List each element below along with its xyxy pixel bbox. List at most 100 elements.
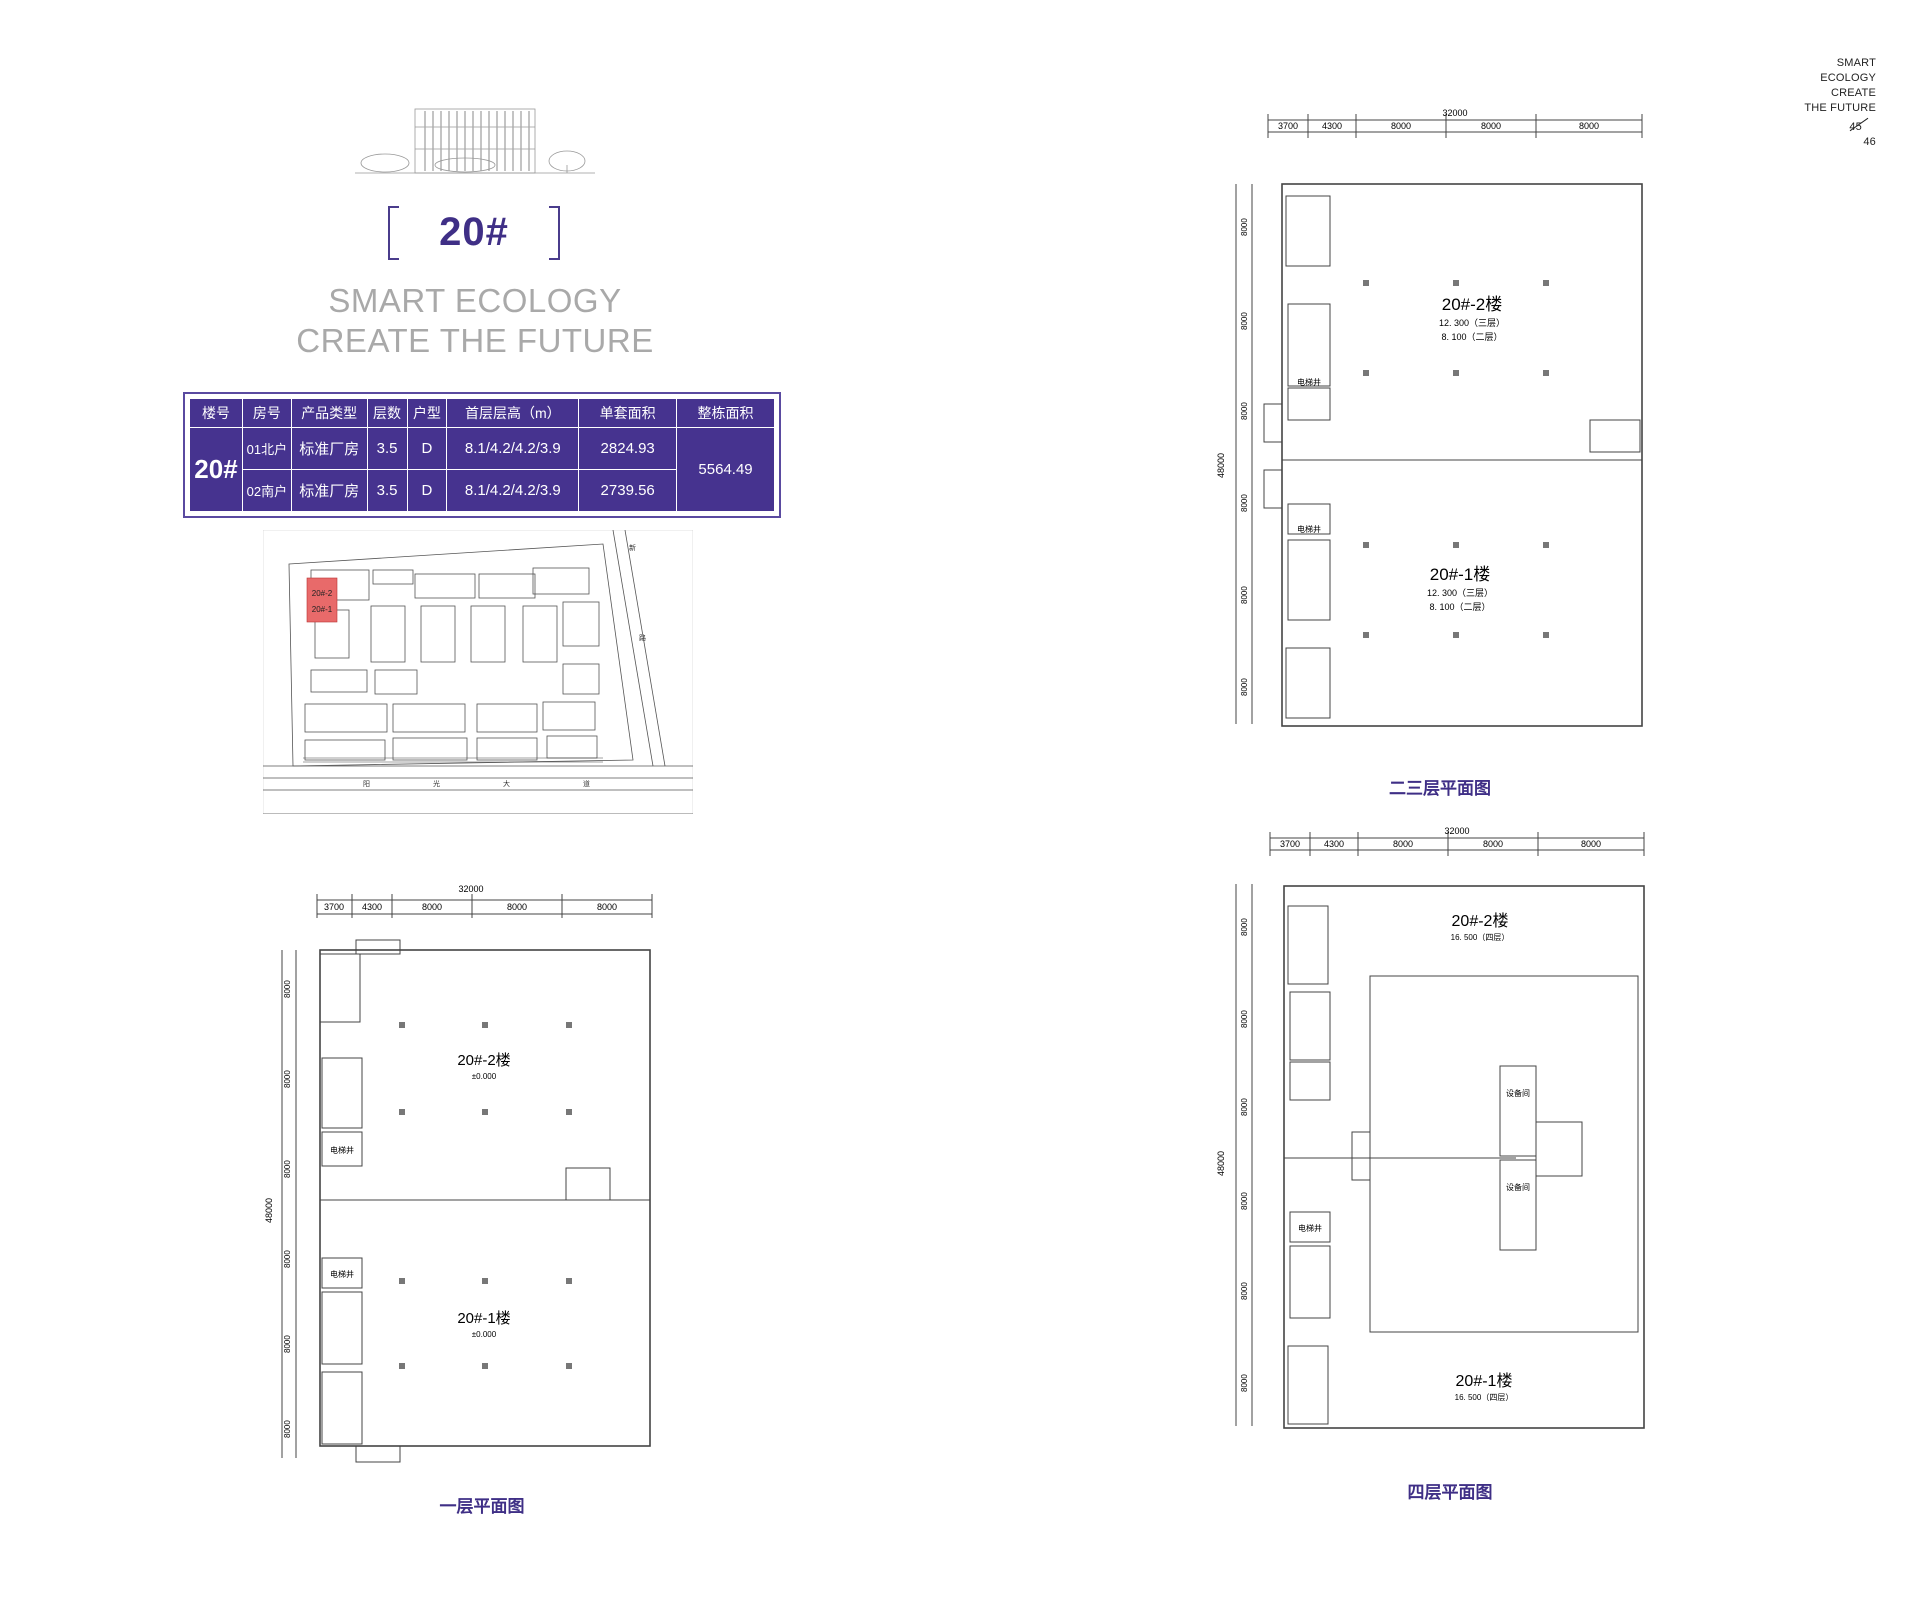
cell-room: 01北户 bbox=[241, 427, 292, 470]
road-char-1: 阳 bbox=[363, 779, 370, 788]
cell-unit: D bbox=[406, 427, 448, 470]
floor23-plan: 32000 3700 4300 8000 8000 8000 48000 800… bbox=[1216, 108, 1643, 727]
f23-elevator-bottom: 电梯井 bbox=[1297, 524, 1321, 534]
f1-row-5: 8000 bbox=[283, 1335, 292, 1353]
f1-row-1: 8000 bbox=[283, 980, 292, 998]
title-bracket-left bbox=[388, 206, 399, 260]
f23-total-depth: 48000 bbox=[1216, 453, 1226, 478]
cell-building: 20# bbox=[189, 427, 243, 512]
f23-elevator-top: 电梯井 bbox=[1297, 377, 1321, 387]
f23-unit-bottom: 20#-1楼 bbox=[1430, 565, 1490, 584]
f23-row-5: 8000 bbox=[1240, 586, 1249, 604]
header-unit-area: 单套面积 bbox=[578, 398, 678, 428]
f23-total-width: 32000 bbox=[1442, 108, 1467, 118]
cell-type: 标准厂房 bbox=[290, 469, 368, 512]
floor4-plan: 32000 3700 4300 8000 8000 8000 48000 800… bbox=[1216, 826, 1645, 1429]
f4-row-3: 8000 bbox=[1240, 1098, 1249, 1116]
f23-row-3: 8000 bbox=[1240, 402, 1249, 420]
f4-total-depth: 48000 bbox=[1216, 1151, 1226, 1176]
title-bracket-right bbox=[549, 206, 560, 260]
f1-total-width: 32000 bbox=[458, 884, 483, 894]
header-heights: 首层层高（m） bbox=[446, 398, 580, 428]
f4-span-3: 8000 bbox=[1393, 839, 1413, 849]
f1-unit-top: 20#-2楼 bbox=[457, 1052, 510, 1069]
f4-span-5: 8000 bbox=[1581, 839, 1601, 849]
page-total: 46 bbox=[1863, 136, 1876, 148]
cell-type: 标准厂房 bbox=[290, 427, 368, 470]
f4-equipment-top: 设备间 bbox=[1506, 1088, 1530, 1098]
f23-span-4: 8000 bbox=[1481, 121, 1501, 131]
f1-row-3: 8000 bbox=[283, 1160, 292, 1178]
cell-unit: D bbox=[406, 469, 448, 512]
f23-span-1: 3700 bbox=[1278, 121, 1298, 131]
f23-row-6: 8000 bbox=[1240, 678, 1249, 696]
floor1-plan: 32000 3700 4300 8000 8000 8000 48000 800… bbox=[264, 884, 653, 1463]
corner-line-4: THE FUTURE bbox=[1804, 102, 1876, 114]
side-char-2: 路 bbox=[639, 633, 646, 642]
f4-row-2: 8000 bbox=[1240, 1010, 1249, 1028]
f23-span-5: 8000 bbox=[1579, 121, 1599, 131]
f23-unit-bottom-level1: 12. 300（三层） bbox=[1427, 588, 1493, 598]
f1-row-6: 8000 bbox=[283, 1420, 292, 1438]
cell-area: 2824.93 bbox=[578, 427, 678, 470]
road-char-2: 光 bbox=[433, 779, 440, 788]
building-title: 20# bbox=[388, 206, 560, 260]
building-number: 20# bbox=[439, 210, 509, 254]
corner-tagline: SMART ECOLOGY CREATE THE FUTURE 45 46 bbox=[1804, 56, 1876, 150]
floor4-caption: 四层平面图 bbox=[1407, 1483, 1493, 1502]
cell-floors: 3.5 bbox=[366, 469, 408, 512]
cell-heights: 8.1/4.2/4.2/3.9 bbox=[446, 469, 580, 512]
f1-unit-bottom: 20#-1楼 bbox=[457, 1310, 510, 1327]
spec-table-frame: 楼号 房号 产品类型 层数 户型 首层层高（m） 单套面积 整栋面积 20# 0… bbox=[183, 392, 781, 518]
f1-unit-bottom-level: ±0.000 bbox=[472, 1330, 497, 1339]
f1-elevator-top: 电梯井 bbox=[330, 1145, 354, 1155]
table-row: 20# 01北户 标准厂房 3.5 D 8.1/4.2/4.2/3.9 2824… bbox=[189, 427, 775, 512]
f4-span-1: 3700 bbox=[1280, 839, 1300, 849]
cell-floors: 3.5 bbox=[366, 427, 408, 470]
header-building: 楼号 bbox=[189, 398, 243, 428]
side-char-1: 新 bbox=[629, 543, 636, 552]
corner-line-2: ECOLOGY bbox=[1820, 72, 1876, 84]
building-illustration bbox=[355, 108, 595, 174]
f4-equipment-bottom: 设备间 bbox=[1506, 1182, 1530, 1192]
f1-span-3: 8000 bbox=[422, 902, 442, 912]
corner-line-3: CREATE bbox=[1830, 87, 1876, 99]
f4-elevator: 电梯井 bbox=[1298, 1223, 1322, 1233]
f23-unit-top-level2: 8. 100（二层） bbox=[1441, 332, 1502, 342]
corner-line-1: SMART bbox=[1836, 57, 1876, 69]
f1-span-2: 4300 bbox=[362, 902, 382, 912]
f23-span-2: 4300 bbox=[1322, 121, 1342, 131]
f23-span-3: 8000 bbox=[1391, 121, 1411, 131]
f4-unit-top-level: 16. 500（四层） bbox=[1451, 933, 1510, 942]
f1-row-2: 8000 bbox=[283, 1070, 292, 1088]
road-char-3: 大 bbox=[503, 779, 510, 788]
f1-total-depth: 48000 bbox=[264, 1198, 274, 1223]
f1-unit-top-level: ±0.000 bbox=[472, 1072, 497, 1081]
cell-room: 02南户 bbox=[241, 469, 292, 512]
f4-span-4: 8000 bbox=[1483, 839, 1503, 849]
floor1-caption: 一层平面图 bbox=[439, 1497, 525, 1516]
header-total-area: 整栋面积 bbox=[676, 398, 775, 428]
f4-unit-top: 20#-2楼 bbox=[1452, 912, 1509, 930]
road-char-4: 道 bbox=[583, 779, 590, 788]
header-floors: 层数 bbox=[366, 398, 408, 428]
f23-row-4: 8000 bbox=[1240, 494, 1249, 512]
f23-row-1: 8000 bbox=[1240, 218, 1249, 236]
f4-unit-bottom: 20#-1楼 bbox=[1456, 1372, 1513, 1390]
header-room: 房号 bbox=[241, 398, 292, 428]
spec-table: 楼号 房号 产品类型 层数 户型 首层层高（m） 单套面积 整栋面积 20# 0… bbox=[189, 398, 775, 512]
f4-span-2: 4300 bbox=[1324, 839, 1344, 849]
table-header-row: 楼号 房号 产品类型 层数 户型 首层层高（m） 单套面积 整栋面积 bbox=[189, 398, 775, 428]
f4-row-5: 8000 bbox=[1240, 1282, 1249, 1300]
header-type: 产品类型 bbox=[290, 398, 368, 428]
f4-unit-bottom-level: 16. 500（四层） bbox=[1455, 1393, 1514, 1402]
site-highlight-bottom: 20#-1 bbox=[312, 605, 333, 614]
header-unit: 户型 bbox=[406, 398, 448, 428]
f4-row-4: 8000 bbox=[1240, 1192, 1249, 1210]
cell-area: 2739.56 bbox=[578, 469, 678, 512]
f1-span-1: 3700 bbox=[324, 902, 344, 912]
slogan-line-2: CREATE THE FUTURE bbox=[296, 322, 654, 359]
floor23-caption: 二三层平面图 bbox=[1389, 779, 1491, 798]
f4-row-6: 8000 bbox=[1240, 1374, 1249, 1392]
site-highlight-20 bbox=[306, 577, 338, 623]
